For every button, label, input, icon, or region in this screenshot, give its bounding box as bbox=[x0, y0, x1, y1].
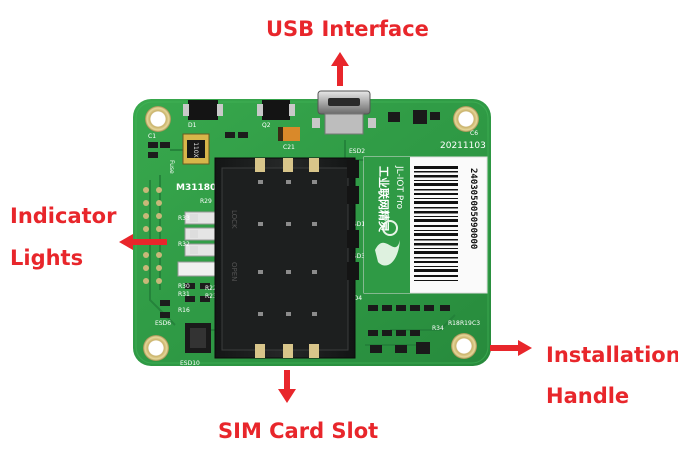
diode-q2 bbox=[262, 100, 290, 120]
silk-r19: R19 bbox=[460, 320, 472, 327]
silk-r23: R23 bbox=[205, 293, 217, 300]
label-installation-line1: Installation bbox=[546, 343, 678, 367]
silk-q2: Q2 bbox=[262, 122, 271, 129]
usb-connector bbox=[312, 90, 376, 135]
silk-r18: R18 bbox=[448, 320, 460, 327]
mounting-hole-top-left bbox=[145, 106, 171, 132]
label-indicator-line1: Indicator bbox=[10, 204, 117, 228]
silk-r16: R16 bbox=[178, 307, 190, 314]
silk-esd2: ESD2 bbox=[349, 148, 365, 155]
silk-esd1: ESD1 bbox=[349, 221, 365, 228]
sim-card-holder: OPEN LOCK bbox=[214, 157, 356, 359]
mounting-hole-bottom-left bbox=[143, 335, 169, 361]
indicator-leds bbox=[177, 211, 217, 277]
silk-r29: R29 bbox=[200, 198, 212, 205]
chip-marking: M311808 bbox=[176, 183, 223, 193]
label-indicator-line2: Lights bbox=[10, 246, 84, 270]
barcode-number: 240305005090000 bbox=[468, 168, 478, 249]
arrow-installation bbox=[490, 340, 532, 356]
sim-open-marking: OPEN bbox=[230, 262, 238, 281]
label-installation-line2: Handle bbox=[546, 384, 630, 408]
diode-d1 bbox=[188, 100, 218, 120]
silk-d1: D1 bbox=[188, 122, 197, 129]
arrow-usb bbox=[331, 52, 349, 86]
label-usb-interface: USB Interface bbox=[266, 17, 429, 41]
silk-r22: R22 bbox=[205, 285, 217, 292]
silk-esd6: ESD6 bbox=[155, 320, 171, 327]
mounting-hole-bottom-right bbox=[451, 333, 477, 359]
svg-text:110X: 110X bbox=[192, 142, 199, 158]
silk-r33: R33 bbox=[178, 215, 190, 222]
silk-r34: R34 bbox=[432, 325, 444, 332]
silk-c3: C3 bbox=[472, 320, 480, 327]
silk-esd10: ESD10 bbox=[180, 360, 200, 367]
capacitor-c21 bbox=[278, 127, 300, 141]
product-model: JL-IOT Pro bbox=[394, 165, 404, 210]
silk-c6: C6 bbox=[470, 130, 478, 137]
barcode bbox=[414, 166, 458, 281]
product-name-cn: 工业联网精灵 bbox=[377, 166, 391, 233]
mounting-hole-top-right bbox=[453, 106, 479, 132]
silk-c1: C1 bbox=[148, 133, 156, 140]
callout-arrows bbox=[119, 52, 532, 403]
sim-lock-marking: LOCK bbox=[230, 210, 238, 229]
arrow-indicator bbox=[119, 234, 167, 250]
silk-r30: R30 bbox=[178, 283, 190, 290]
silk-c21: C21 bbox=[283, 144, 295, 151]
silk-r31: R31 bbox=[178, 291, 190, 298]
product-label: 工业联网精灵 JL-IOT Pro 240305005090000 bbox=[363, 156, 488, 294]
label-sim-card-slot: SIM Card Slot bbox=[218, 419, 379, 443]
silk-esd3: ESD3 bbox=[349, 253, 365, 260]
silk-r32: R32 bbox=[178, 241, 190, 248]
silk-fuse: Fuse bbox=[168, 160, 175, 174]
date-code: 20211103 bbox=[440, 141, 486, 151]
arrow-sim bbox=[278, 370, 296, 403]
